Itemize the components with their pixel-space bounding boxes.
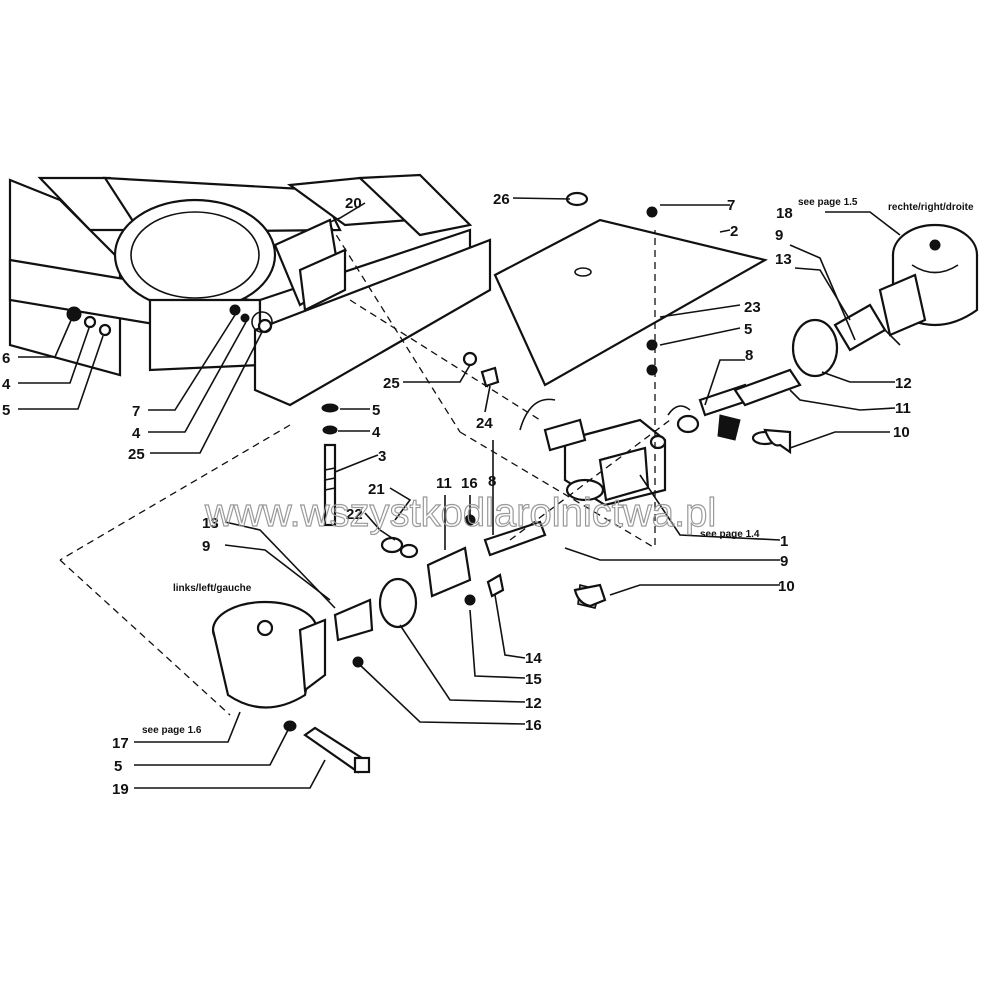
- callout-7: 7: [727, 197, 735, 214]
- callout-15: 15: [525, 671, 542, 688]
- callout-3: 3: [378, 448, 386, 465]
- callout-5: 5: [372, 402, 380, 419]
- retaining-clips: [573, 428, 792, 608]
- callout-8: 8: [488, 473, 496, 490]
- callout-14: 14: [525, 650, 542, 667]
- callout-10: 10: [778, 578, 795, 595]
- callout-11: 11: [895, 400, 911, 417]
- callout-1: 1: [780, 533, 788, 550]
- callout-12: 12: [525, 695, 542, 712]
- right-spreader-box: [878, 223, 979, 346]
- callout-4: 4: [132, 425, 141, 442]
- callout-5: 5: [2, 402, 10, 419]
- cover-plate: [493, 191, 768, 387]
- note-right: rechte/right/droite: [888, 202, 974, 213]
- note-see-page-15: see page 1.5: [798, 197, 858, 208]
- reference-notes: see page 1.5 rechte/right/droite see pag…: [142, 197, 974, 736]
- callout-13: 13: [202, 515, 219, 532]
- left-spreader-box: [211, 600, 371, 774]
- callout-10: 10: [893, 424, 910, 441]
- callout-9: 9: [775, 227, 783, 244]
- callout-8: 8: [745, 347, 753, 364]
- callout-5: 5: [744, 321, 752, 338]
- callout-4: 4: [2, 376, 11, 393]
- callout-22: 22: [346, 506, 363, 523]
- left-shaft-assembly: [333, 514, 601, 668]
- callout-13: 13: [775, 251, 792, 268]
- bolt-3-stack: [321, 351, 500, 527]
- callout-24: 24: [476, 415, 493, 432]
- callout-7: 7: [132, 403, 140, 420]
- callout-17: 17: [112, 735, 129, 752]
- callout-11: 11: [436, 475, 452, 492]
- callout-12: 12: [895, 375, 912, 392]
- callout-labels: 26 7 2 20 18 9 13 23 5 8 12 11 10 6 4 5 …: [2, 191, 912, 798]
- callout-26: 26: [493, 191, 510, 208]
- callout-18: 18: [776, 205, 793, 222]
- leader-lines: [18, 197, 901, 789]
- callout-9: 9: [202, 538, 210, 555]
- callout-20: 20: [345, 195, 362, 212]
- callout-16: 16: [461, 475, 478, 492]
- callout-2: 2: [730, 223, 738, 240]
- callout-4: 4: [372, 424, 381, 441]
- callout-9: 9: [780, 553, 788, 570]
- callout-21: 21: [368, 481, 385, 498]
- callout-16: 16: [525, 717, 542, 734]
- right-shaft-assembly: [676, 303, 887, 446]
- callout-25: 25: [128, 446, 145, 463]
- note-see-page-14: see page 1.4: [700, 529, 760, 540]
- central-gearbox: [519, 398, 691, 507]
- callout-6: 6: [2, 350, 10, 367]
- note-see-page-16: see page 1.6: [142, 725, 202, 736]
- watermark-text: www.wszystkodlarolnictwa.pl: [204, 491, 716, 535]
- callout-19: 19: [112, 781, 129, 798]
- frame-assembly: [8, 173, 492, 407]
- callout-5: 5: [114, 758, 122, 775]
- callout-23: 23: [744, 299, 761, 316]
- note-left: links/left/gauche: [173, 583, 252, 594]
- callout-25: 25: [383, 375, 400, 392]
